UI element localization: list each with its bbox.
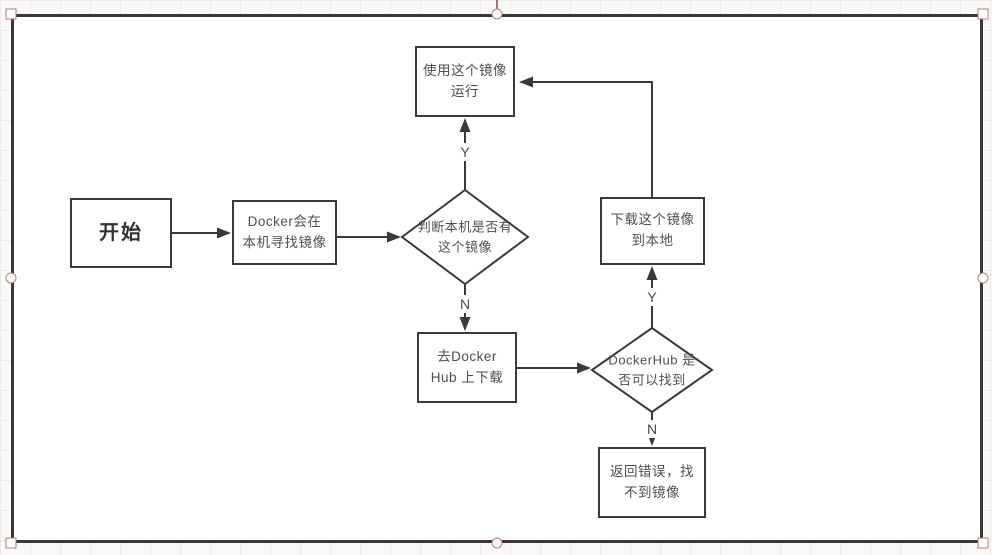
node-label-line1: Docker会在 bbox=[247, 213, 322, 229]
edge-label-hub-no: N bbox=[642, 420, 662, 438]
edge-label-local-yes: Y bbox=[456, 143, 474, 161]
flowchart-node-go-hub: 去Docker Hub 上下载 bbox=[417, 332, 517, 403]
resize-handle-middle-right[interactable] bbox=[977, 272, 989, 284]
node-label-line2: 运行 bbox=[451, 83, 479, 99]
diamond-label-line1: DockerHub 是 bbox=[608, 352, 696, 368]
node-label-line2: 不到镜像 bbox=[624, 484, 680, 500]
resize-handle-middle-left[interactable] bbox=[5, 272, 17, 284]
flowchart-node-run-image: 使用这个镜像 运行 bbox=[415, 46, 515, 117]
node-label-line2: 到本地 bbox=[631, 233, 674, 248]
resize-handle-bottom-right[interactable] bbox=[977, 537, 989, 549]
resize-handle-top-right[interactable] bbox=[977, 8, 989, 20]
diamond-check-hub bbox=[590, 326, 714, 414]
flowchart-node-start: 开始 bbox=[70, 198, 172, 268]
node-label-line2: Hub 上下载 bbox=[430, 369, 504, 385]
resize-handle-top-center[interactable] bbox=[491, 8, 503, 20]
diamond-check-local bbox=[400, 188, 530, 286]
flowchart-node-find-local: Docker会在 本机寻找镜像 bbox=[232, 200, 337, 265]
diamond-label-check-local: 判断本机是否有 这个镜像 bbox=[418, 218, 513, 257]
flowchart-node-error: 返回错误，找 不到镜像 bbox=[598, 447, 706, 518]
diamond-label-line1: 判断本机是否有 bbox=[417, 219, 513, 235]
connector-download-to-runimage bbox=[519, 76, 653, 197]
resize-handle-top-left[interactable] bbox=[5, 8, 17, 20]
rotation-handle-stem[interactable] bbox=[496, 0, 498, 9]
diamond-label-check-hub: DockerHub 是 否可以找到 bbox=[608, 351, 695, 390]
edge-label-local-no: N bbox=[455, 295, 475, 313]
node-label-line1: 下载这个镜像 bbox=[610, 212, 695, 228]
resize-handle-bottom-center[interactable] bbox=[491, 537, 503, 549]
diamond-label-line2: 否可以找到 bbox=[618, 372, 686, 387]
diamond-label-line2: 这个镜像 bbox=[437, 239, 493, 254]
edge-label-hub-yes: Y bbox=[643, 288, 661, 306]
node-label-line1: 返回错误，找 bbox=[610, 463, 694, 479]
node-label: 开始 bbox=[99, 221, 143, 244]
flowchart-node-download-local: 下载这个镜像 到本地 bbox=[600, 197, 705, 265]
node-label-line1: 使用这个镜像 bbox=[423, 62, 507, 78]
node-label-line1: 去Docker bbox=[437, 348, 497, 364]
resize-handle-bottom-left[interactable] bbox=[5, 537, 17, 549]
node-label-line2: 本机寻找镜像 bbox=[242, 234, 327, 250]
